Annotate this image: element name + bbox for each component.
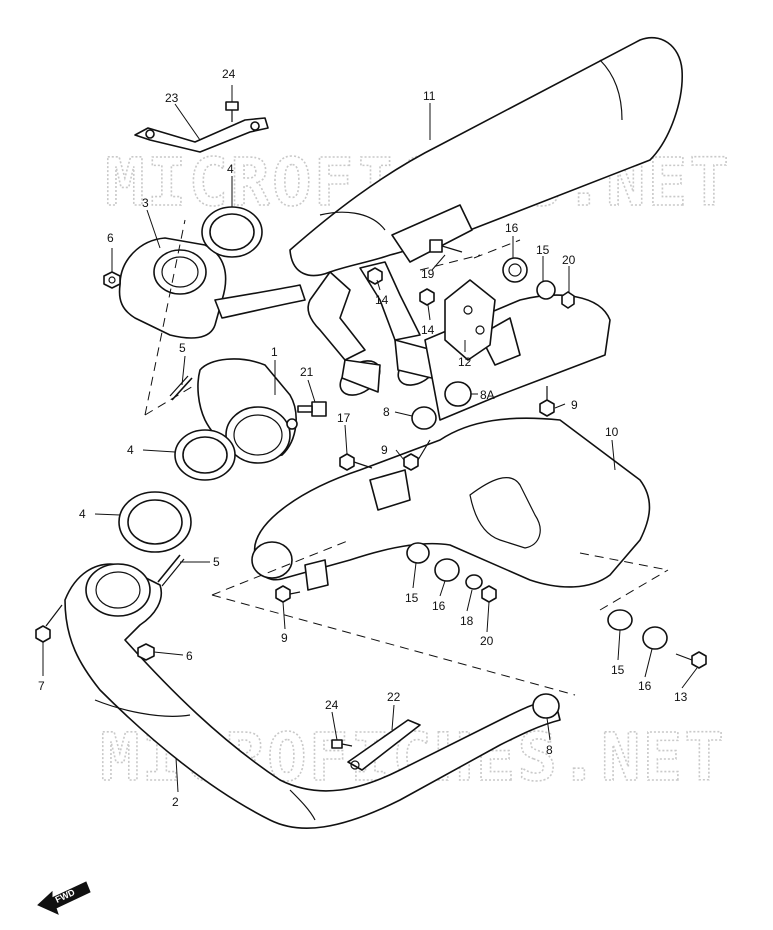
part-23-bracket[interactable] bbox=[134, 117, 269, 153]
callout-20: 20 bbox=[480, 634, 494, 648]
callout-4: 4 bbox=[79, 507, 86, 521]
part-20-nut-lower[interactable] bbox=[481, 585, 497, 603]
part-11-rear-muffler[interactable] bbox=[289, 36, 683, 402]
callout-15: 15 bbox=[536, 243, 550, 257]
part-22-clamp[interactable] bbox=[347, 719, 421, 771]
callout-24: 24 bbox=[222, 67, 236, 81]
callout-7: 7 bbox=[38, 679, 45, 693]
part-13-bolt[interactable] bbox=[675, 651, 707, 669]
callout-4: 4 bbox=[227, 162, 234, 176]
part-8-sleeve-middle[interactable] bbox=[411, 406, 437, 430]
part-5-stud-top[interactable] bbox=[169, 375, 193, 401]
callout-16: 16 bbox=[505, 221, 519, 235]
part-14-bolt-b[interactable] bbox=[419, 288, 435, 306]
callout-16: 16 bbox=[432, 599, 446, 613]
part-21-bolt[interactable] bbox=[297, 401, 327, 417]
callout-9: 9 bbox=[571, 398, 578, 412]
part-16-grommet-upper[interactable] bbox=[502, 257, 528, 283]
alignment-lines bbox=[144, 219, 669, 696]
part-9-bolt-a[interactable] bbox=[539, 386, 555, 417]
callout-23: 23 bbox=[165, 91, 179, 105]
part-16-grommet-right[interactable] bbox=[642, 626, 668, 650]
callout-22: 22 bbox=[387, 690, 401, 704]
part-24-bolt-top[interactable] bbox=[225, 101, 239, 122]
part-7-bolt[interactable] bbox=[35, 604, 63, 643]
part-9-bolt-b[interactable] bbox=[403, 439, 431, 471]
part-16-grommet-lower[interactable] bbox=[434, 558, 460, 582]
part-9-bolt-c[interactable] bbox=[275, 585, 301, 603]
callout-15: 15 bbox=[405, 591, 419, 605]
part-4-gasket-lower[interactable] bbox=[118, 491, 192, 553]
fwd-arrow-icon: FWD bbox=[37, 881, 91, 915]
part-3-front-pipe-upper[interactable] bbox=[118, 237, 306, 339]
part-6-nut-lower[interactable] bbox=[137, 643, 155, 661]
part-19-bolt[interactable] bbox=[429, 239, 463, 253]
part-14-bolt-a[interactable] bbox=[367, 267, 383, 285]
callout-5: 5 bbox=[179, 341, 186, 355]
part-8a-sleeve[interactable] bbox=[444, 381, 472, 407]
callout-6: 6 bbox=[107, 231, 114, 245]
callout-13: 13 bbox=[674, 690, 688, 704]
callout-16: 16 bbox=[638, 679, 652, 693]
part-8-sleeve-lower[interactable] bbox=[532, 693, 560, 719]
callout-24: 24 bbox=[325, 698, 339, 712]
callout-19: 19 bbox=[421, 267, 435, 281]
callout-14: 14 bbox=[421, 323, 435, 337]
callout-1: 1 bbox=[271, 345, 278, 359]
callout-12: 12 bbox=[458, 355, 472, 369]
callout-4: 4 bbox=[127, 443, 134, 457]
part-4-gasket-middle[interactable] bbox=[174, 429, 236, 481]
callout-labels: 24 23 11 4 3 6 16 15 20 19 14 14 12 5 1 … bbox=[38, 67, 688, 809]
callout-5: 5 bbox=[213, 555, 220, 569]
part-15-collar-right[interactable] bbox=[607, 609, 633, 631]
callout-17: 17 bbox=[337, 411, 351, 425]
callout-8: 8 bbox=[546, 743, 553, 757]
part-12-bracket[interactable] bbox=[444, 279, 496, 361]
part-15-collar-upper[interactable] bbox=[536, 280, 556, 300]
callout-8: 8 bbox=[383, 405, 390, 419]
callout-21: 21 bbox=[300, 365, 314, 379]
leader-lines bbox=[42, 85, 698, 793]
callout-2: 2 bbox=[172, 795, 179, 809]
part-20-nut-upper[interactable] bbox=[561, 291, 575, 309]
callout-8A: 8A bbox=[480, 388, 495, 402]
callout-15: 15 bbox=[611, 663, 625, 677]
callout-9: 9 bbox=[281, 631, 288, 645]
part-5-stud-lower[interactable] bbox=[157, 554, 185, 587]
part-18-washer[interactable] bbox=[465, 574, 483, 590]
callout-10: 10 bbox=[605, 425, 619, 439]
callout-3: 3 bbox=[142, 196, 149, 210]
callout-18: 18 bbox=[460, 614, 474, 628]
callout-9: 9 bbox=[381, 443, 388, 457]
callout-14: 14 bbox=[375, 293, 389, 307]
part-15-collar-lower[interactable] bbox=[406, 542, 430, 564]
callout-11: 11 bbox=[423, 89, 436, 103]
callout-6: 6 bbox=[186, 649, 193, 663]
part-4-gasket-top[interactable] bbox=[201, 206, 263, 258]
callout-20: 20 bbox=[562, 253, 576, 267]
part-6-nut-top[interactable] bbox=[103, 271, 121, 289]
